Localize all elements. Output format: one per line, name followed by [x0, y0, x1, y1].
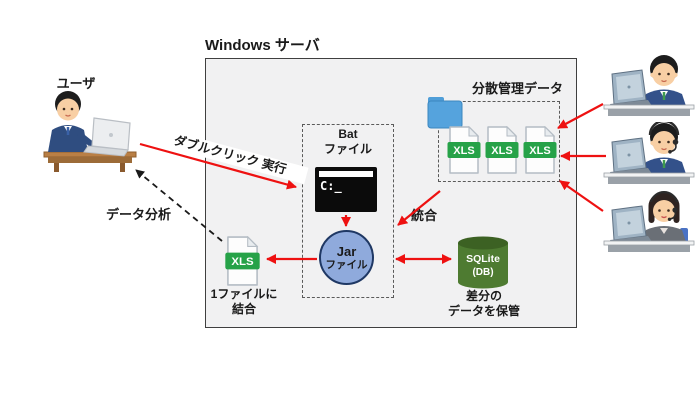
distributed-data-title: 分散管理データ	[472, 81, 564, 96]
db-name: SQLite	[466, 253, 500, 265]
remote-worker-3-illustration	[603, 191, 695, 252]
headset	[648, 122, 680, 136]
terminal-prompt: C:_	[320, 179, 342, 193]
desk	[603, 104, 695, 110]
headset	[649, 191, 679, 203]
xls-label: XLS	[491, 145, 512, 157]
windows-server-box	[205, 58, 577, 328]
folder-icon	[427, 97, 463, 129]
laptop-base	[83, 145, 129, 157]
user-illustration	[43, 91, 137, 172]
xls-label: XLS	[231, 256, 254, 268]
merged-xls-file-icon: XLS	[225, 236, 260, 286]
remote-worker-1-illustration	[603, 55, 695, 116]
face	[57, 98, 79, 121]
data-analysis-label: データ分析	[106, 207, 172, 222]
terminal-icon: C:_	[315, 167, 377, 212]
xls-label: XLS	[453, 145, 474, 157]
jar-file-node: Jar ファイル	[319, 230, 374, 285]
bat-file-label: Bat ファイル	[323, 127, 372, 156]
desk	[603, 172, 695, 178]
database-caption: 差分の データを保管	[447, 289, 520, 318]
windows-server-title: Windows サーバ	[205, 37, 320, 54]
distributed-data-box	[438, 101, 560, 182]
database-cylinder-icon: SQLite (DB)	[458, 236, 508, 289]
integration-label: 統合	[411, 208, 438, 223]
db-type: (DB)	[472, 267, 493, 278]
remote-worker-2-illustration	[603, 122, 695, 184]
xls-label: XLS	[529, 145, 550, 157]
suit	[48, 125, 88, 152]
xls-file-icon: XLS	[523, 126, 557, 174]
terminal-titlebar	[319, 171, 373, 177]
xls-file-icon: XLS	[485, 126, 519, 174]
merged-file-caption: 1ファイルに 結合	[210, 287, 278, 316]
desk	[603, 240, 695, 246]
user-label: ユーザ	[56, 76, 96, 91]
xls-file-icon: XLS	[447, 126, 481, 174]
bat-jar-group-box	[302, 124, 394, 298]
